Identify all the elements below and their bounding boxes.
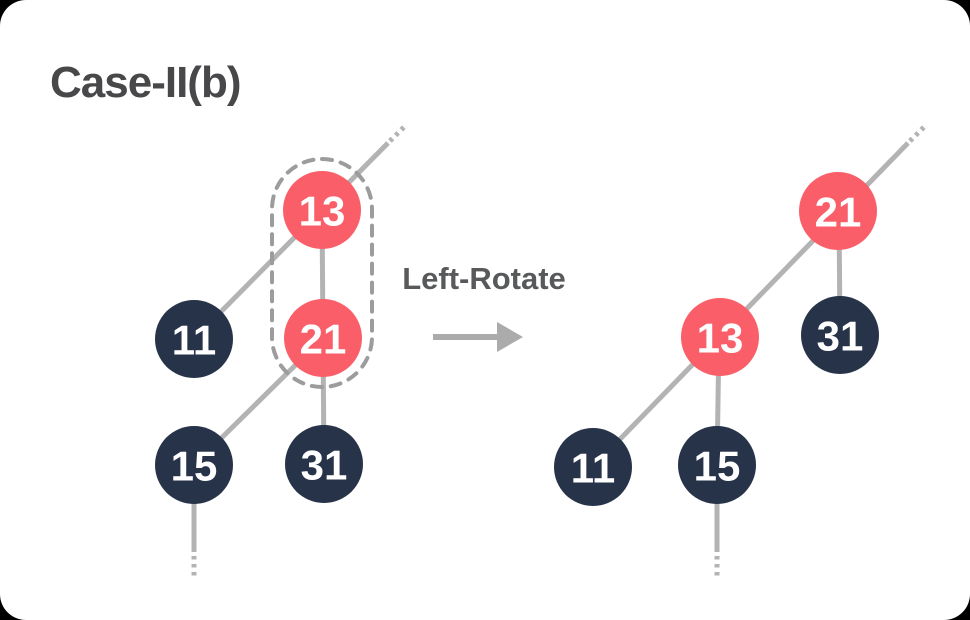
left-rotate-transformation: Left-Rotate bbox=[402, 261, 566, 352]
node-after-11-label: 11 bbox=[571, 445, 615, 492]
node-before-31-label: 31 bbox=[301, 442, 348, 489]
arrow-head bbox=[497, 322, 523, 352]
node-before-11-label: 11 bbox=[172, 317, 216, 364]
node-before-13 bbox=[283, 171, 361, 249]
edge-parent-continuation-dots bbox=[388, 124, 407, 143]
node-after-21-label: 21 bbox=[815, 189, 862, 236]
node-after-21 bbox=[799, 172, 877, 250]
node-after-31 bbox=[801, 296, 879, 374]
tree-before-rotation: 13 11 21 15 31 bbox=[155, 124, 407, 576]
node-after-13 bbox=[681, 298, 759, 376]
case-title: Case-II(b) bbox=[50, 58, 240, 107]
node-before-31 bbox=[285, 425, 363, 503]
node-before-21-label: 21 bbox=[300, 316, 347, 363]
left-rotate-label: Left-Rotate bbox=[402, 261, 566, 296]
rotation-pivot-highlight bbox=[270, 157, 374, 389]
node-after-15 bbox=[678, 426, 756, 504]
edge-11-13 bbox=[192, 141, 390, 341]
tree-after-rotation: 21 13 31 11 15 bbox=[554, 124, 927, 576]
edge-parent-continuation-dots bbox=[908, 124, 927, 143]
right-arrow-icon bbox=[433, 322, 523, 352]
node-before-13-label: 13 bbox=[299, 188, 346, 235]
node-after-31-label: 31 bbox=[817, 313, 864, 360]
node-before-21 bbox=[284, 299, 362, 377]
node-after-11 bbox=[554, 428, 632, 506]
node-before-11 bbox=[155, 300, 233, 378]
node-after-15-label: 15 bbox=[694, 443, 741, 490]
node-after-13-label: 13 bbox=[697, 315, 744, 362]
node-before-15-label: 15 bbox=[171, 443, 218, 490]
node-before-15 bbox=[155, 426, 233, 504]
